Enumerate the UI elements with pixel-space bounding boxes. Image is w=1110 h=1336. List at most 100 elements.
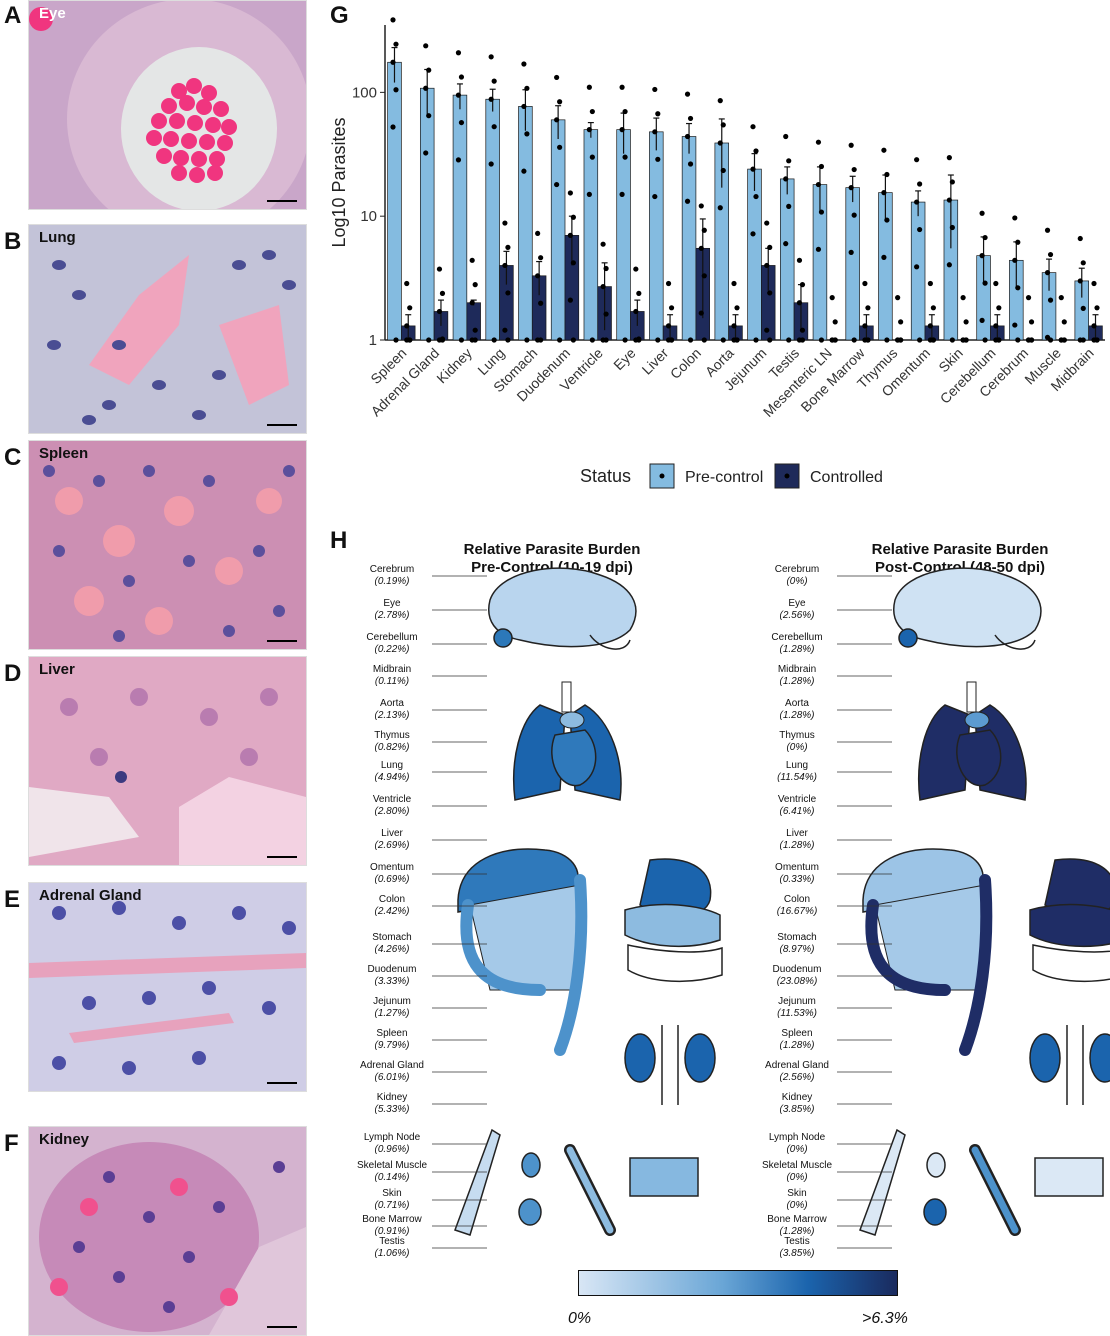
histology-label: Liver [39, 661, 75, 678]
data-point [524, 337, 530, 343]
organ-name: Cerebrum [774, 564, 820, 575]
organ-percent: (23.08%) [776, 976, 818, 987]
data-point [786, 203, 792, 209]
data-point [436, 266, 443, 272]
data-point [815, 139, 822, 145]
organ-percent: (1.06%) [374, 1248, 410, 1259]
data-point [786, 158, 792, 164]
organ-label: Cerebellum(1.28%) [742, 632, 852, 656]
data-point [881, 147, 887, 153]
organ-name: Duodenum [367, 964, 417, 975]
data-point [963, 319, 969, 325]
data-point [586, 84, 592, 90]
data-point [567, 232, 573, 238]
organ-percent: (6.01%) [374, 1072, 410, 1083]
organ-percent: (3.85%) [779, 1104, 815, 1115]
data-point [404, 280, 410, 287]
data-point [753, 148, 759, 154]
data-point [698, 310, 704, 316]
data-point [701, 273, 707, 279]
organ-percent: (1.28%) [779, 644, 815, 655]
bone-outline-shape [564, 1144, 616, 1236]
data-point [426, 337, 432, 343]
organ-label: Duodenum(23.08%) [742, 964, 852, 988]
histology-image-spleen: Spleen [28, 440, 307, 650]
data-point [701, 227, 707, 233]
organ-name: Adrenal Gland [765, 1060, 829, 1071]
organ-label: Adrenal Gland(6.01%) [337, 1060, 447, 1084]
organ-name: Ventricle [777, 794, 817, 805]
bar [910, 201, 926, 341]
legend-label: Controlled [810, 469, 883, 486]
data-point [524, 85, 530, 91]
eye-shape [898, 628, 918, 648]
data-point [521, 103, 527, 110]
organ-percent: (0.71%) [374, 1200, 410, 1211]
data-point [439, 337, 446, 343]
panel-letter-g: G [330, 2, 349, 29]
data-point [815, 246, 822, 252]
data-point [799, 282, 806, 288]
organ-percent: (11.53%) [777, 1008, 817, 1019]
data-point [982, 280, 988, 286]
bar [583, 129, 599, 341]
data-point [764, 220, 770, 226]
panel-letter-a: A [4, 2, 22, 29]
data-point [1047, 337, 1054, 343]
bone-outline-shape [969, 1144, 1021, 1236]
data-point [469, 300, 475, 306]
data-point [535, 273, 541, 279]
data-point [1080, 305, 1086, 311]
data-point [488, 96, 494, 102]
organ-label: Lymph Node(0.96%) [337, 1132, 447, 1156]
data-point [567, 190, 573, 196]
data-point [946, 262, 952, 268]
data-point [949, 337, 955, 343]
jejunum-outline-shape [627, 944, 723, 983]
data-point [720, 167, 726, 174]
organ-label: Cerebellum(0.22%) [337, 632, 447, 656]
data-point [848, 249, 854, 255]
data-point [603, 311, 609, 317]
data-point [720, 337, 726, 343]
data-point [701, 337, 707, 343]
legend-swatch [649, 463, 675, 489]
data-point [505, 244, 511, 250]
x-tick-label: Eye [610, 345, 639, 374]
data-point [1015, 285, 1021, 291]
data-point [603, 337, 609, 343]
omentum-shape [469, 884, 581, 991]
lung-right-shape [569, 704, 622, 801]
x-tick-label: Colon [667, 345, 704, 382]
organ-label: Lung(11.54%) [742, 760, 852, 784]
organ-percent: (16.67%) [776, 906, 818, 917]
organ-percent: (0.19%) [374, 576, 410, 587]
data-point [458, 74, 465, 80]
bar [845, 187, 860, 341]
bar [419, 87, 435, 341]
organ-name: Colon [378, 894, 406, 905]
organ-label: Midbrain(1.28%) [742, 664, 852, 688]
data-point [895, 295, 901, 301]
organ-label: Aorta(1.28%) [742, 698, 852, 722]
data-point [589, 108, 595, 115]
organ-label: Duodenum(3.33%) [337, 964, 447, 988]
organ-percent: (0.11%) [374, 676, 410, 687]
data-point [665, 280, 672, 287]
data-point [753, 193, 759, 200]
data-point [799, 327, 806, 333]
organ-label: Jejunum(11.53%) [742, 996, 852, 1020]
data-point [884, 217, 890, 223]
data-point [652, 129, 658, 135]
testis-shape [518, 1198, 542, 1226]
data-point [668, 337, 675, 343]
data-point [767, 290, 773, 296]
data-point [1061, 319, 1067, 325]
organ-percent: (0.69%) [374, 874, 410, 885]
data-point [684, 91, 691, 97]
data-point [633, 266, 639, 272]
organ-name: Jejunum [778, 996, 816, 1007]
data-point [930, 305, 936, 311]
data-point [930, 337, 936, 343]
